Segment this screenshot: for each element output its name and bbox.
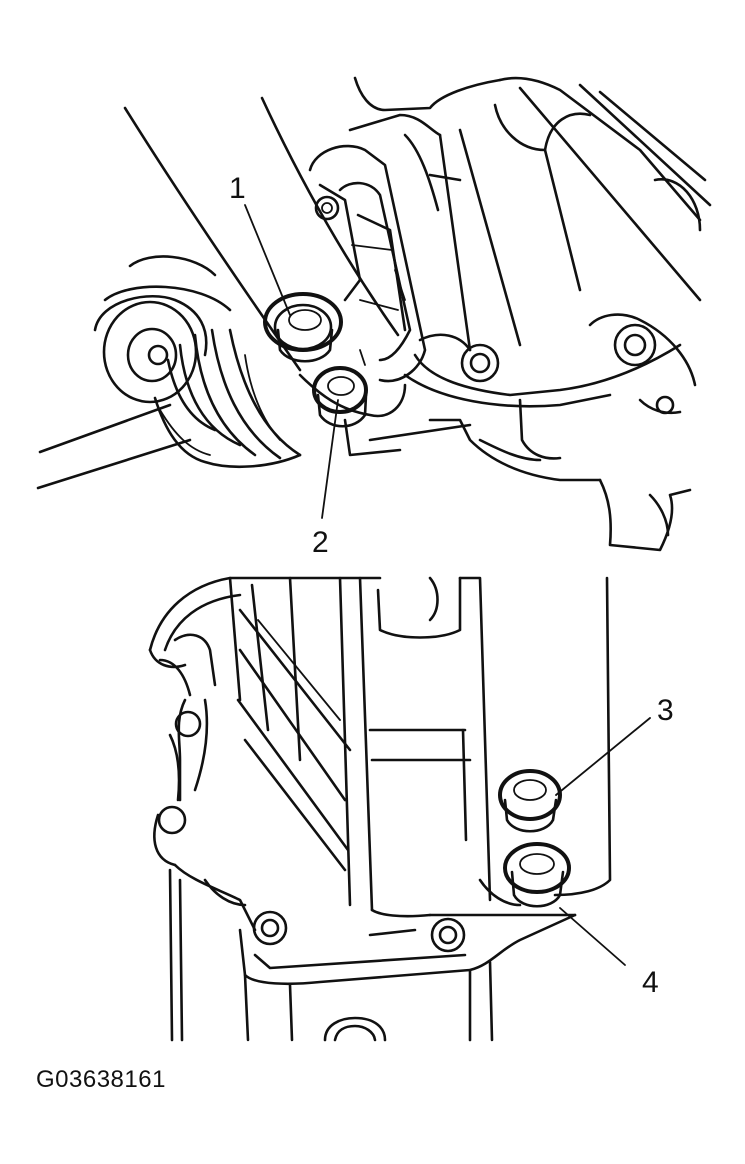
figure-id-label: G03638161 xyxy=(36,1066,166,1093)
callout-leaders-lower xyxy=(555,717,651,966)
mounting-bracket xyxy=(298,144,427,457)
bolt-3 xyxy=(498,769,562,833)
callout-label-2: 2 xyxy=(312,526,329,559)
transmission-case-upper xyxy=(348,76,712,552)
upper-view-illustration: 1 2 xyxy=(36,76,712,559)
bolt-1 xyxy=(263,292,343,363)
callout-label-4: 4 xyxy=(642,966,659,999)
bolt-4 xyxy=(478,842,571,908)
housing-arm xyxy=(123,96,400,372)
drive-shaft xyxy=(36,403,192,490)
callout-label-1: 1 xyxy=(229,172,246,205)
lower-view-illustration: 3 4 xyxy=(148,576,674,1042)
bolt-2 xyxy=(312,366,368,428)
callout-leaders-upper xyxy=(244,204,339,519)
rubber-boot xyxy=(93,255,302,469)
transmission-case-lower xyxy=(148,576,612,1042)
callout-label-3: 3 xyxy=(657,694,674,727)
